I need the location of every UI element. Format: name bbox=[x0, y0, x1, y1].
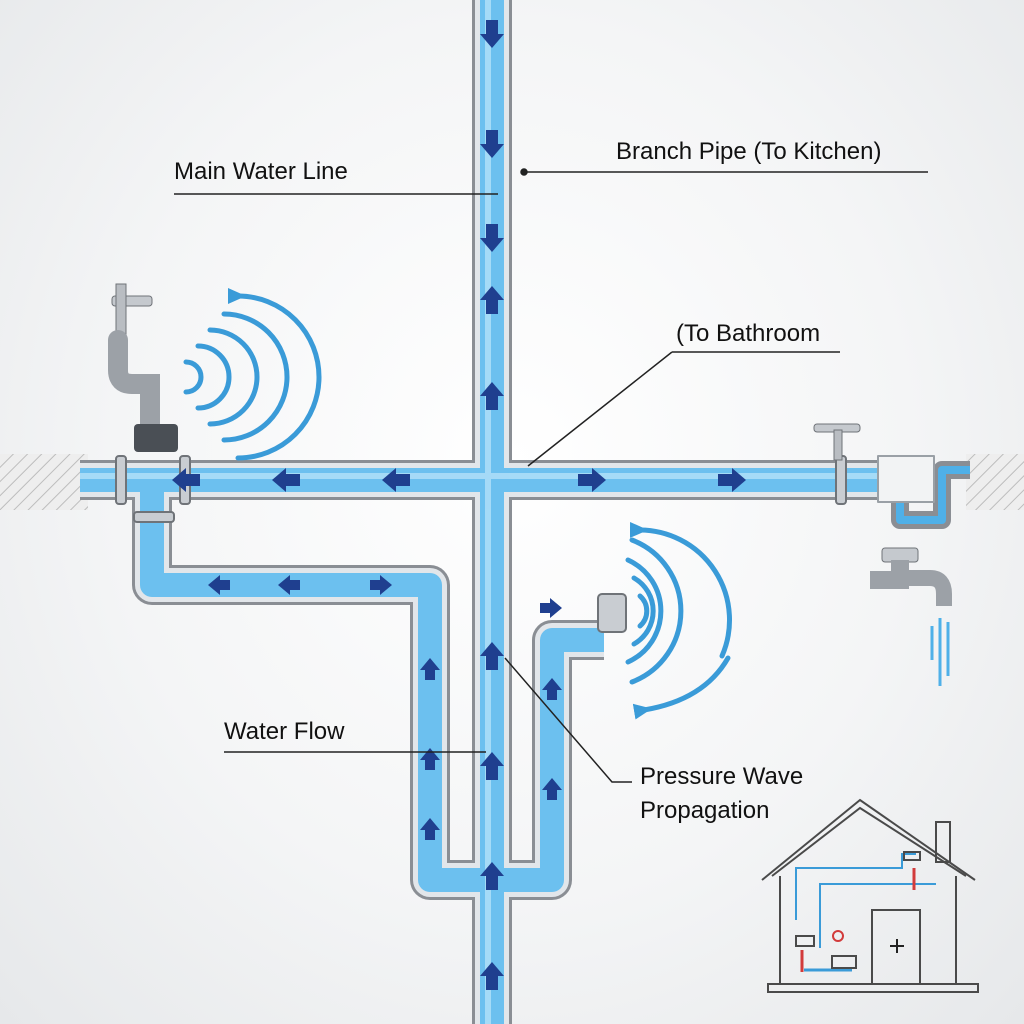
arrow-down bbox=[480, 130, 504, 158]
arrow-up bbox=[420, 748, 440, 770]
label-main-water-line: Main Water Line bbox=[174, 158, 348, 185]
arrow-left bbox=[382, 468, 410, 492]
arrow-up bbox=[480, 752, 504, 780]
arrow-right bbox=[540, 598, 562, 618]
flow-arrows bbox=[172, 20, 746, 990]
house-icon bbox=[761, 798, 979, 993]
faucet-right-icon bbox=[813, 423, 952, 686]
label-pressure-wave: Pressure Wave Propagation bbox=[640, 760, 803, 828]
arrow-left bbox=[278, 575, 300, 595]
wall-right bbox=[966, 454, 1024, 510]
arrow-up bbox=[480, 286, 504, 314]
label-pressure-wave-line2: Propagation bbox=[640, 797, 770, 824]
arrow-up bbox=[542, 778, 562, 800]
arrow-left bbox=[208, 575, 230, 595]
label-water-flow: Water Flow bbox=[224, 718, 345, 745]
arrow-down bbox=[480, 20, 504, 48]
arrow-up bbox=[420, 658, 440, 680]
arrow-up bbox=[542, 678, 562, 700]
pressure-wave-left bbox=[183, 287, 322, 461]
arrow-right bbox=[578, 468, 606, 492]
arrow-up bbox=[480, 642, 504, 670]
wall-left bbox=[0, 454, 88, 510]
label-branch-pipe: Branch Pipe (To Kitchen) bbox=[616, 138, 882, 165]
arrow-right bbox=[370, 575, 392, 595]
arrow-up bbox=[480, 382, 504, 410]
pressure-wave-right bbox=[625, 521, 732, 720]
arrow-left bbox=[172, 468, 200, 492]
arrow-up bbox=[480, 962, 504, 990]
leader-lines bbox=[174, 168, 928, 783]
faucet-left-icon bbox=[108, 283, 178, 452]
label-to-bathroom: (To Bathroom bbox=[676, 320, 821, 347]
arrow-down bbox=[480, 224, 504, 252]
label-pressure-wave-line1: Pressure Wave bbox=[640, 763, 804, 790]
arrow-up bbox=[480, 862, 504, 890]
arrow-up bbox=[420, 818, 440, 840]
arrow-right bbox=[718, 468, 746, 492]
pipe-network bbox=[80, 0, 970, 1024]
arrow-left bbox=[272, 468, 300, 492]
